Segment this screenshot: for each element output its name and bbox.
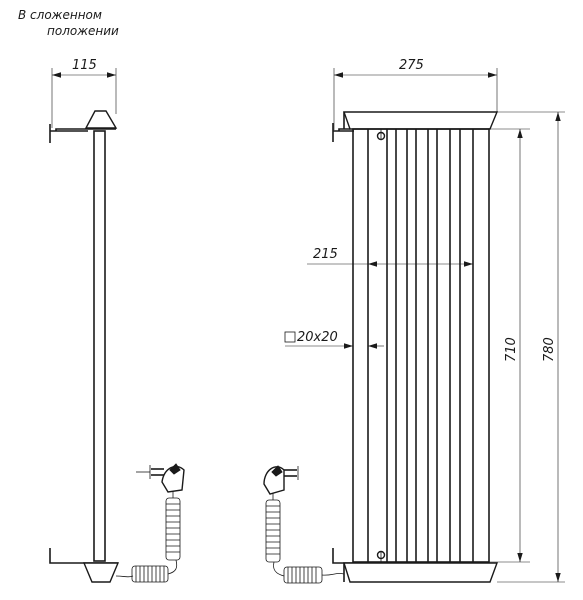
front-frame: [352, 128, 490, 563]
front-bottom-bolt: [376, 550, 386, 562]
side-cable-coil: [131, 565, 169, 583]
front-cable: [321, 573, 345, 576]
side-top-cap: [84, 110, 118, 129]
dim-inner-height-label: 710: [504, 337, 519, 362]
side-tube: [93, 130, 106, 562]
side-top-bracket: [49, 124, 116, 143]
front-top-bracket: [332, 123, 354, 142]
dimension-inner-height: 710: [489, 128, 530, 563]
side-plug-icon: [136, 463, 185, 498]
front-view: 275: [263, 58, 565, 584]
front-top-bolt: [376, 129, 386, 141]
caption-line-2: положении: [47, 24, 119, 38]
side-view: 115: [49, 58, 185, 583]
dim-inner-width-label: 215: [313, 247, 338, 262]
front-tubes: [367, 129, 474, 562]
dimension-tube-section: 20x20: [284, 330, 384, 349]
dim-front-width-label: 275: [399, 58, 424, 73]
front-top-cap: [343, 111, 499, 130]
square-section-icon: [284, 331, 296, 343]
dimension-inner-width: 215: [307, 247, 473, 267]
side-bottom-bracket: [49, 548, 118, 564]
front-cable-coil-vertical: [265, 499, 281, 563]
front-plug-icon: [263, 465, 299, 500]
dim-total-height-label: 780: [542, 337, 557, 362]
side-cable: [115, 575, 134, 578]
side-bottom-cap: [82, 562, 120, 583]
folded-position-caption: В сложенном положении: [18, 8, 119, 38]
dimension-total-height: 780: [497, 111, 565, 583]
dimension-front-width: 275: [333, 58, 498, 130]
front-bottom-bracket: [332, 548, 354, 564]
front-cable-coil: [283, 566, 323, 584]
dimension-side-width: 115: [51, 58, 117, 128]
front-bottom-cap: [343, 562, 499, 583]
caption-line-1: В сложенном: [18, 8, 102, 22]
dim-tube-section-label: 20x20: [297, 330, 338, 345]
side-cable-coil-vertical: [165, 497, 181, 561]
dim-side-width-label: 115: [72, 58, 97, 73]
